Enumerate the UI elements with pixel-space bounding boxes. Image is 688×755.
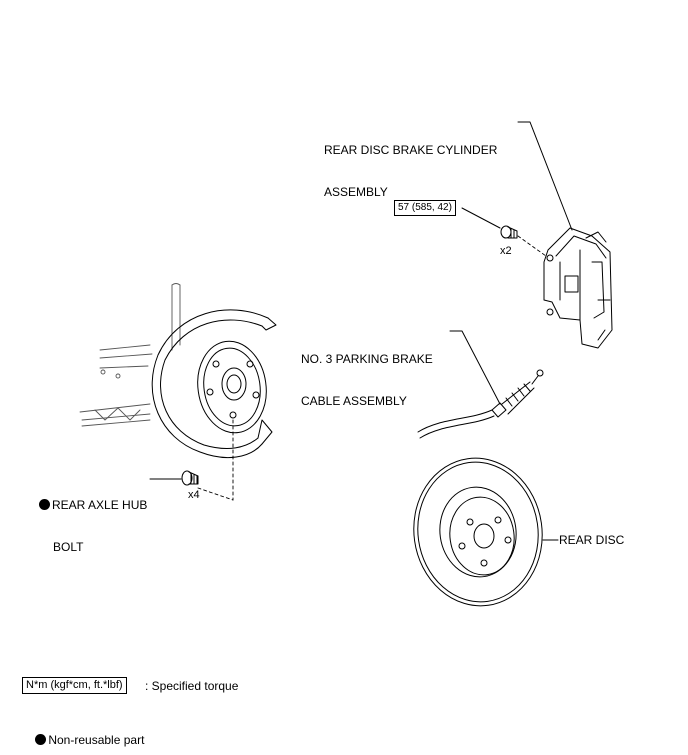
torque-leader xyxy=(461,207,501,229)
caliper-bolt-dash xyxy=(517,235,547,257)
hub-bolt-label-line2: BOLT xyxy=(53,540,84,554)
legend-nonreusable: Non-reusable part xyxy=(22,719,144,755)
legend-torque-box: N*m (kgf*cm, ft.*lbf) xyxy=(22,677,127,694)
caliper-label: REAR DISC BRAKE CYLINDER ASSEMBLY xyxy=(324,115,497,227)
brake-caliper xyxy=(543,227,613,349)
hub-bolt-label: REAR AXLE HUB BOLT xyxy=(39,470,147,582)
hub-bolt xyxy=(181,470,199,486)
caliper-bolt xyxy=(500,225,518,239)
hub-bolt-guide xyxy=(197,419,234,501)
axle-hub xyxy=(197,340,267,434)
non-reusable-dot-icon xyxy=(39,499,50,510)
hub-bolt-qty: x4 xyxy=(188,489,200,501)
cable-leader xyxy=(449,330,501,405)
legend-torque-desc: : Specified torque xyxy=(145,679,239,693)
cable-label-line1: NO. 3 PARKING BRAKE xyxy=(301,352,433,366)
caliper-label-line2: ASSEMBLY xyxy=(324,185,388,199)
rear-disc-rotor xyxy=(413,457,543,607)
caliper-leader xyxy=(517,121,573,231)
cable-label: NO. 3 PARKING BRAKE CABLE ASSEMBLY xyxy=(301,324,433,436)
caliper-label-line1: REAR DISC BRAKE CYLINDER xyxy=(324,143,498,157)
backing-plate xyxy=(151,309,277,458)
cable-label-line2: CABLE ASSEMBLY xyxy=(301,394,407,408)
legend-nonreusable-desc: Non-reusable part xyxy=(48,733,145,747)
suspension-arm xyxy=(79,283,181,427)
parking-brake-cable xyxy=(417,369,544,439)
hub-bolt-label-line1: REAR AXLE HUB xyxy=(52,498,148,512)
rear-disc-label: REAR DISC xyxy=(559,533,625,547)
caliper-torque-box: 57 (585, 42) xyxy=(394,200,456,216)
caliper-bolt-qty: x2 xyxy=(500,245,512,257)
non-reusable-legend-dot-icon xyxy=(35,734,47,745)
